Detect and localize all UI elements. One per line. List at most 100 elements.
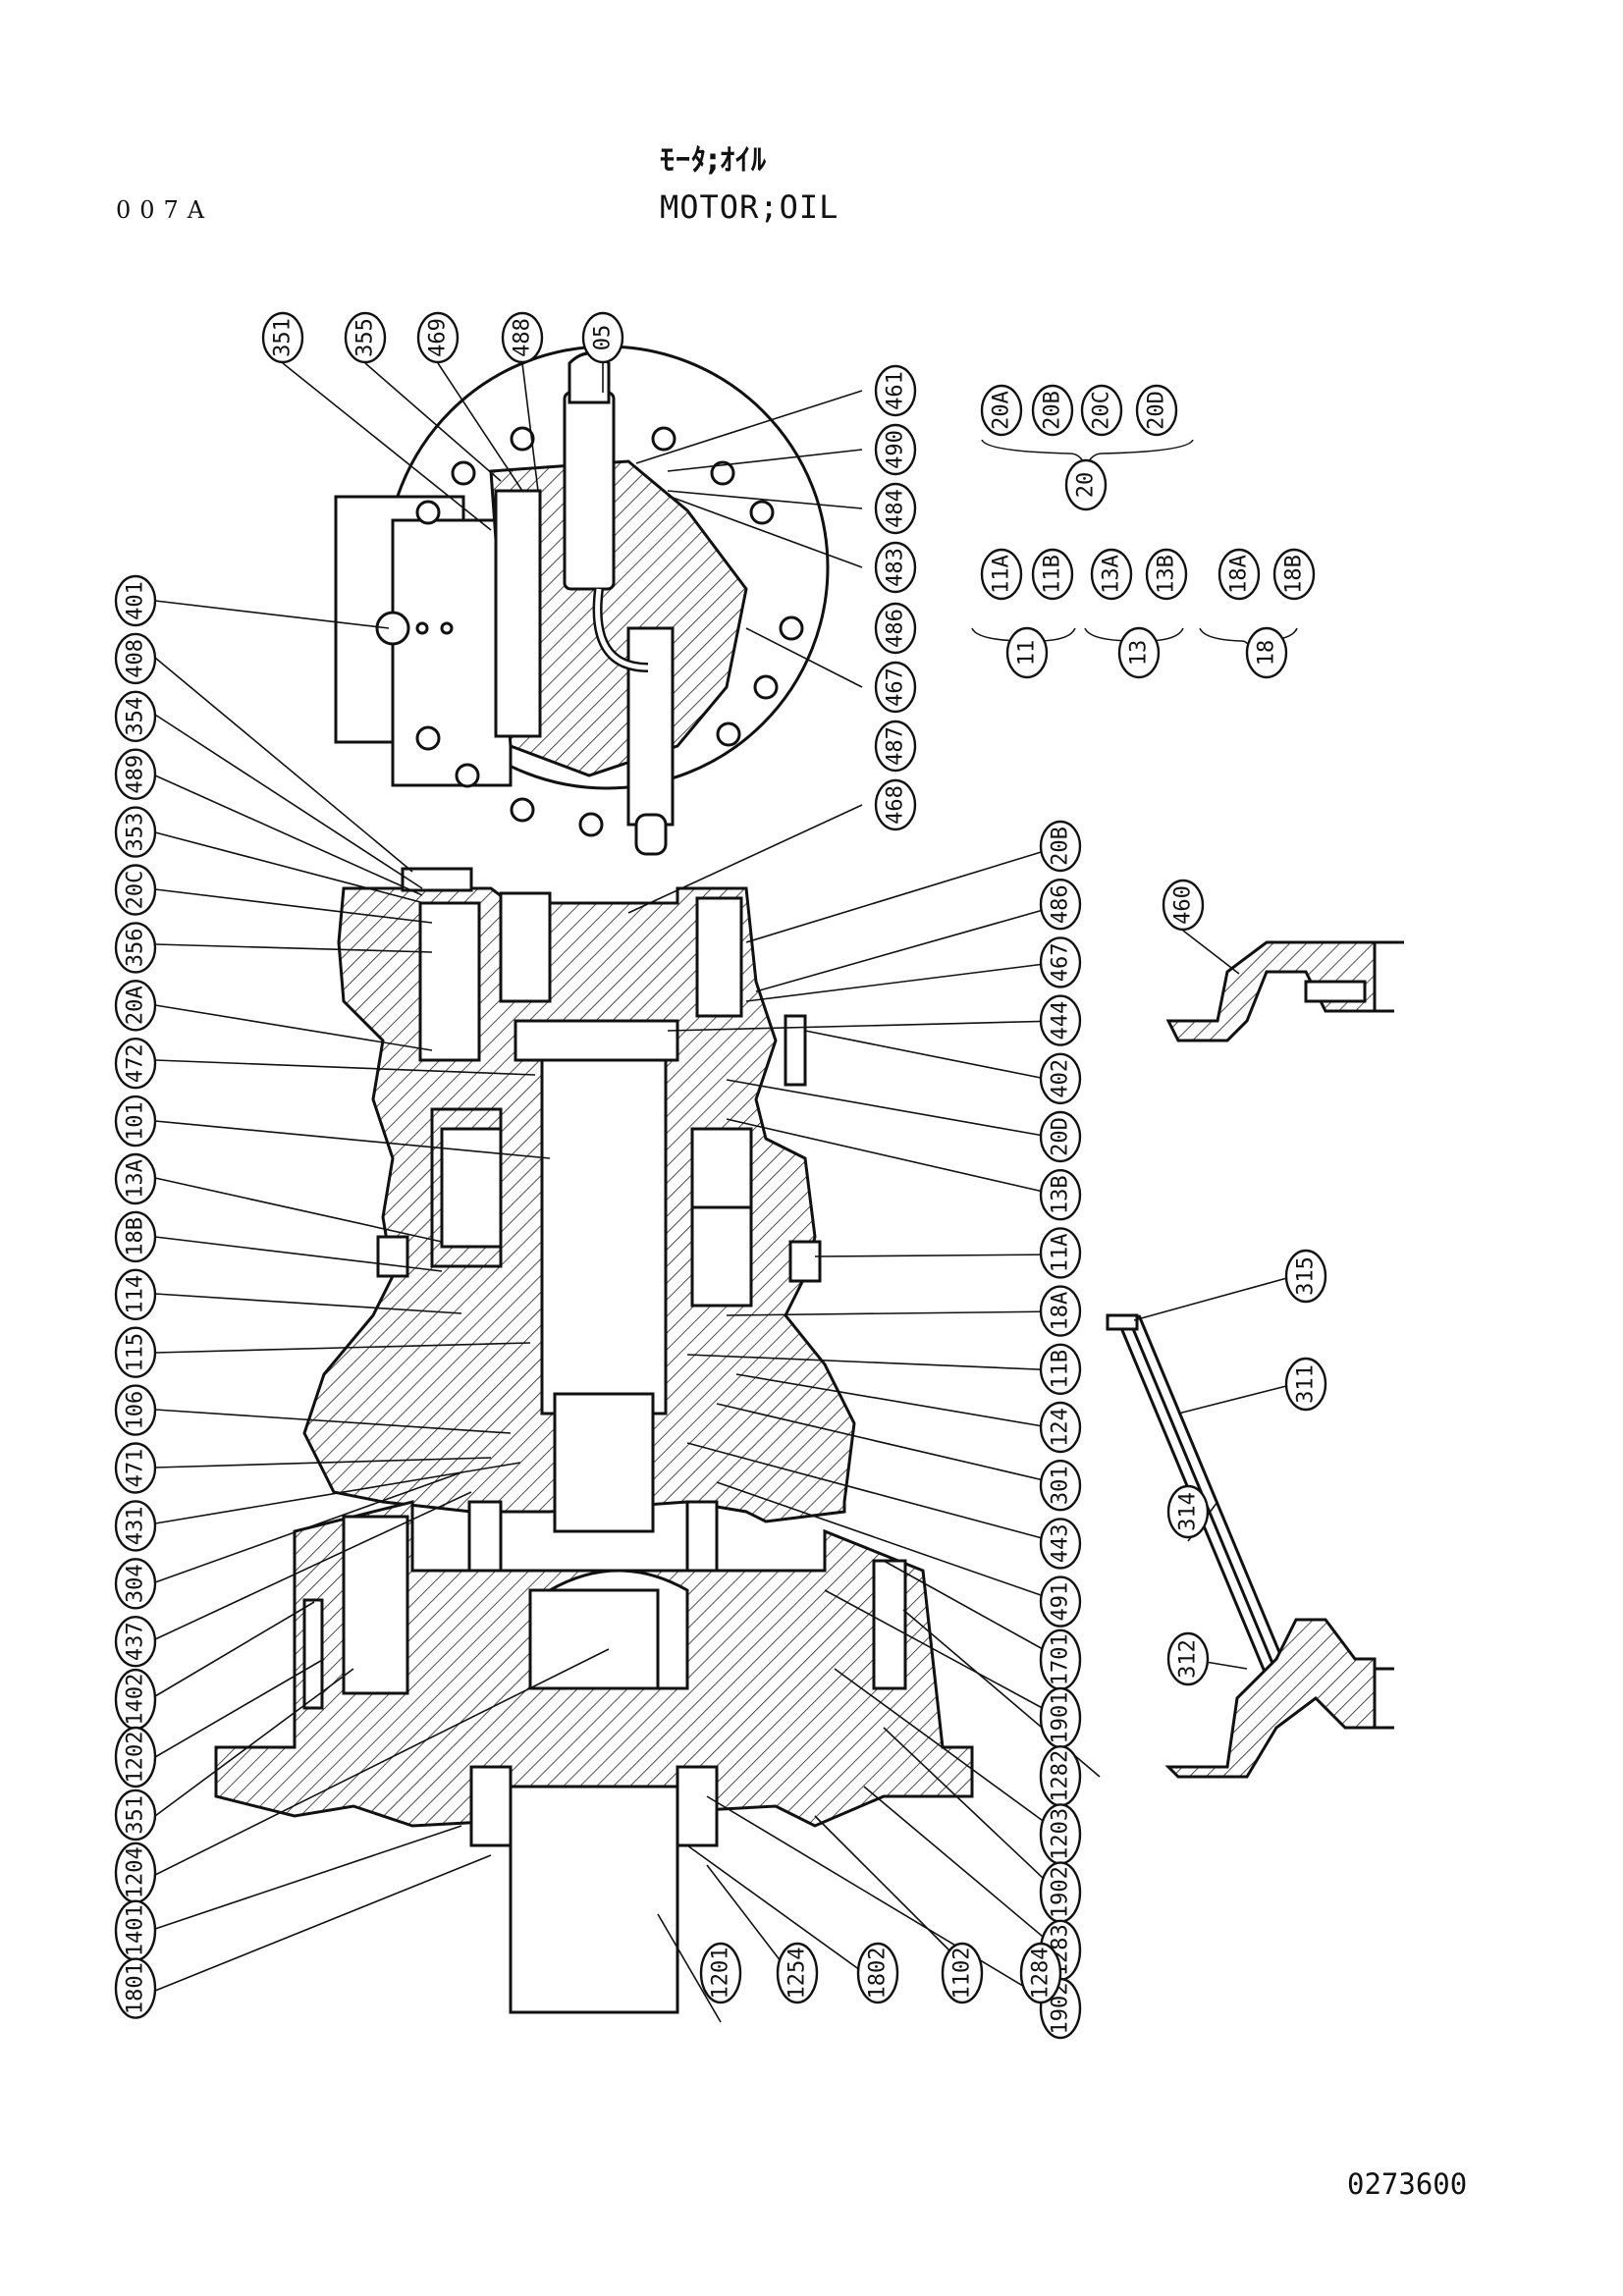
callout-left-16: 431 xyxy=(114,1500,157,1552)
callout-label: 472 xyxy=(124,1043,148,1083)
callout-group-20-1: 20B xyxy=(1031,384,1074,437)
callout-left-24: 1801 xyxy=(114,1957,157,2019)
callout-right-1: 486 xyxy=(1039,879,1082,931)
callout-label: 486 xyxy=(1049,884,1073,924)
callout-left-23: 1401 xyxy=(114,1899,157,1961)
callout-right-12: 443 xyxy=(1039,1518,1082,1570)
callout-detail-b-1: 311 xyxy=(1284,1357,1327,1412)
callout-top-0: 351 xyxy=(261,311,304,364)
callout-upper-right-3: 483 xyxy=(874,541,917,594)
callout-group-13-2: 13 xyxy=(1117,626,1161,679)
callout-label: 13A xyxy=(124,1159,148,1199)
callout-left-11: 18B xyxy=(114,1210,157,1263)
callout-label: 20C xyxy=(124,871,148,910)
callout-label: 115 xyxy=(124,1333,148,1372)
callout-label: 20A xyxy=(124,986,148,1025)
callout-left-21: 351 xyxy=(114,1789,157,1842)
page-title-japanese: ﾓｰﾀ;ｵｲﾙ xyxy=(660,143,767,178)
callout-label: 312 xyxy=(1176,1639,1201,1679)
callout-left-0: 401 xyxy=(114,574,157,627)
document-number: 0273600 xyxy=(1347,2167,1468,2201)
callout-label: 13B xyxy=(1155,555,1179,594)
callout-label: 1254 xyxy=(785,1948,810,2000)
callout-upper-right-2: 484 xyxy=(874,482,917,535)
callout-label: 468 xyxy=(884,785,908,825)
detail-view-dipstick xyxy=(1106,1313,1394,1779)
callout-label: 13B xyxy=(1049,1175,1073,1214)
callout-group-11-0: 11A xyxy=(980,548,1023,601)
callout-left-12: 114 xyxy=(114,1268,157,1321)
callout-right-7: 11A xyxy=(1039,1227,1082,1279)
callout-label: 11B xyxy=(1049,1350,1073,1389)
callout-right-10: 124 xyxy=(1039,1401,1082,1454)
callout-bottom-1: 1254 xyxy=(776,1942,819,2004)
callout-label: 1901 xyxy=(1049,1692,1073,1744)
callout-top-3: 488 xyxy=(501,311,544,364)
callout-left-7: 20A xyxy=(114,980,157,1032)
callout-group-11-2: 11 xyxy=(1005,626,1049,679)
callout-label: 1202 xyxy=(124,1732,148,1784)
callout-label: 11A xyxy=(1049,1234,1073,1273)
callout-label: 20A xyxy=(990,391,1014,430)
callout-group-18-1: 18B xyxy=(1272,548,1316,601)
callout-label: 13A xyxy=(1100,555,1124,594)
callout-label: 471 xyxy=(124,1449,148,1488)
callout-label: 11 xyxy=(1015,640,1040,667)
callout-label: 20 xyxy=(1074,472,1099,499)
callout-right-11: 301 xyxy=(1039,1459,1082,1512)
callout-left-5: 20C xyxy=(114,864,157,916)
callout-label: 351 xyxy=(271,318,296,357)
top-view-port-plate xyxy=(334,345,830,856)
callout-label: 314 xyxy=(1176,1492,1201,1531)
callout-label: 488 xyxy=(511,318,535,357)
callout-right-6: 13B xyxy=(1039,1168,1082,1221)
callout-label: 484 xyxy=(884,489,908,528)
callout-left-18: 437 xyxy=(114,1615,157,1668)
callout-label: 1203 xyxy=(1049,1808,1073,1860)
callout-label: 304 xyxy=(124,1564,148,1603)
callout-group-11-1: 11B xyxy=(1031,548,1074,601)
callout-label: 461 xyxy=(884,371,908,410)
callout-label: 05 xyxy=(591,325,616,351)
callout-right-14: 1701 xyxy=(1039,1629,1082,1691)
callout-detail-b-3: 312 xyxy=(1166,1631,1210,1686)
detail-view-460 xyxy=(1165,940,1404,1042)
callout-label: 1102 xyxy=(950,1948,975,2000)
callout-right-18: 1902 xyxy=(1039,1861,1082,1923)
callout-label: 13 xyxy=(1127,640,1152,667)
callout-detail-b-0: 315 xyxy=(1284,1249,1327,1304)
callout-label: 490 xyxy=(884,430,908,469)
callout-label: 1402 xyxy=(124,1674,148,1726)
callout-label: 443 xyxy=(1049,1524,1073,1564)
callout-label: 11B xyxy=(1041,555,1065,594)
callout-right-5: 20D xyxy=(1039,1110,1082,1163)
callout-label: 18A xyxy=(1227,555,1252,594)
callout-left-1: 408 xyxy=(114,632,157,685)
callout-label: 402 xyxy=(1049,1059,1073,1098)
callout-right-13: 491 xyxy=(1039,1575,1082,1628)
main-section-body xyxy=(214,867,974,2014)
callout-label: 483 xyxy=(884,548,908,587)
callout-left-3: 489 xyxy=(114,748,157,800)
callout-label: 20C xyxy=(1090,391,1114,430)
callout-label: 18B xyxy=(124,1217,148,1256)
callout-right-3: 444 xyxy=(1039,994,1082,1046)
callout-label: 1802 xyxy=(866,1948,891,2000)
callout-label: 301 xyxy=(1049,1466,1073,1505)
callout-left-19: 1402 xyxy=(114,1668,157,1731)
callout-left-20: 1202 xyxy=(114,1726,157,1789)
callout-top-4: 05 xyxy=(581,311,624,364)
callout-group-20-2: 20C xyxy=(1080,384,1123,437)
callout-label: 1801 xyxy=(124,1962,148,2014)
callout-group-13-1: 13B xyxy=(1145,548,1188,601)
callout-upper-right-5: 467 xyxy=(874,661,917,714)
callout-label: 1282 xyxy=(1049,1750,1073,1802)
callout-label: 491 xyxy=(1049,1582,1073,1622)
callout-label: 444 xyxy=(1049,1001,1073,1041)
callout-upper-right-4: 486 xyxy=(874,602,917,655)
callout-left-2: 354 xyxy=(114,690,157,742)
callout-right-15: 1901 xyxy=(1039,1686,1082,1749)
callout-right-8: 18A xyxy=(1039,1285,1082,1337)
